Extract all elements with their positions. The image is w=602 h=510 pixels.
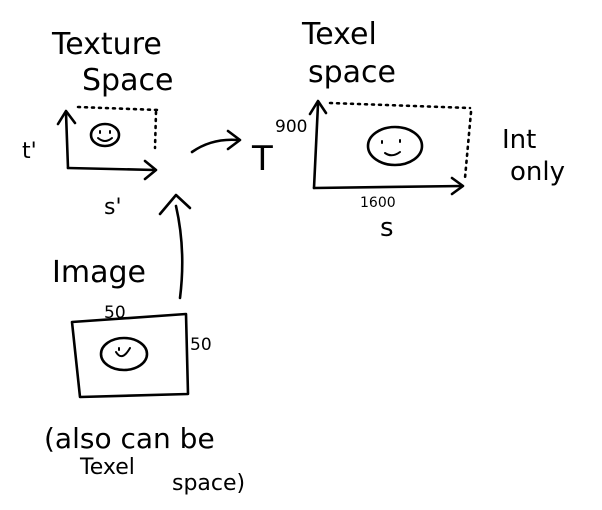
texture-t-axis [64,111,70,170]
image-title: Image [52,255,146,290]
texture-s-axis-label: s' [104,195,122,220]
texel-t-axis-arrowhead [308,99,328,116]
texel-space-title-line1: Texel [301,17,377,52]
texture-space-title-line1: Texture [51,27,162,62]
texel-width-label: 1600 [360,195,396,211]
texel-right-edge-dotted [463,110,473,180]
texture-s-axis-arrowhead [143,159,158,181]
image-smiley-icon [99,336,149,372]
texture-s-axis [66,166,157,172]
transform-arrowhead [226,129,242,151]
texel-s-axis-label: s [380,213,394,243]
transform-group: T [190,129,273,179]
texel-t-axis [312,102,320,190]
texture-t-axis-arrowhead [56,109,77,126]
texel-note-line2: only [510,157,565,187]
image-note-line1: (also can be [44,422,215,455]
texture-smiley-icon [89,122,121,148]
image-group: Image 50 50 (also can be Texel space) [44,255,245,496]
transform-arrow [190,138,240,154]
texel-top-edge-dotted [328,101,472,110]
texel-space-title-line2: space [308,55,396,90]
transform-label: T [251,139,273,179]
texture-right-edge-dotted [153,110,158,150]
image-note-line2: Texel [79,455,135,480]
texel-smiley-icon [366,125,424,167]
image-height-label: 50 [190,335,212,355]
image-to-texture-arrowhead [158,193,192,216]
texture-space-title-line2: Space [82,63,173,98]
image-note-line3: space) [172,471,245,496]
texture-top-edge-dotted [76,105,160,112]
image-to-texture-arrow-group [158,193,192,300]
image-to-texture-arrow [174,204,184,300]
texel-note-line1: Int [502,125,536,155]
texel-space-group: Texel space 900 1600 s Int only [275,17,565,243]
texel-s-axis-arrowhead [450,176,465,196]
texture-t-axis-label: t' [22,139,37,164]
texel-s-axis [312,184,464,190]
image-frame [70,312,190,399]
texel-height-label: 900 [275,117,307,137]
texture-space-group: Texture Space t' s' [22,27,173,220]
